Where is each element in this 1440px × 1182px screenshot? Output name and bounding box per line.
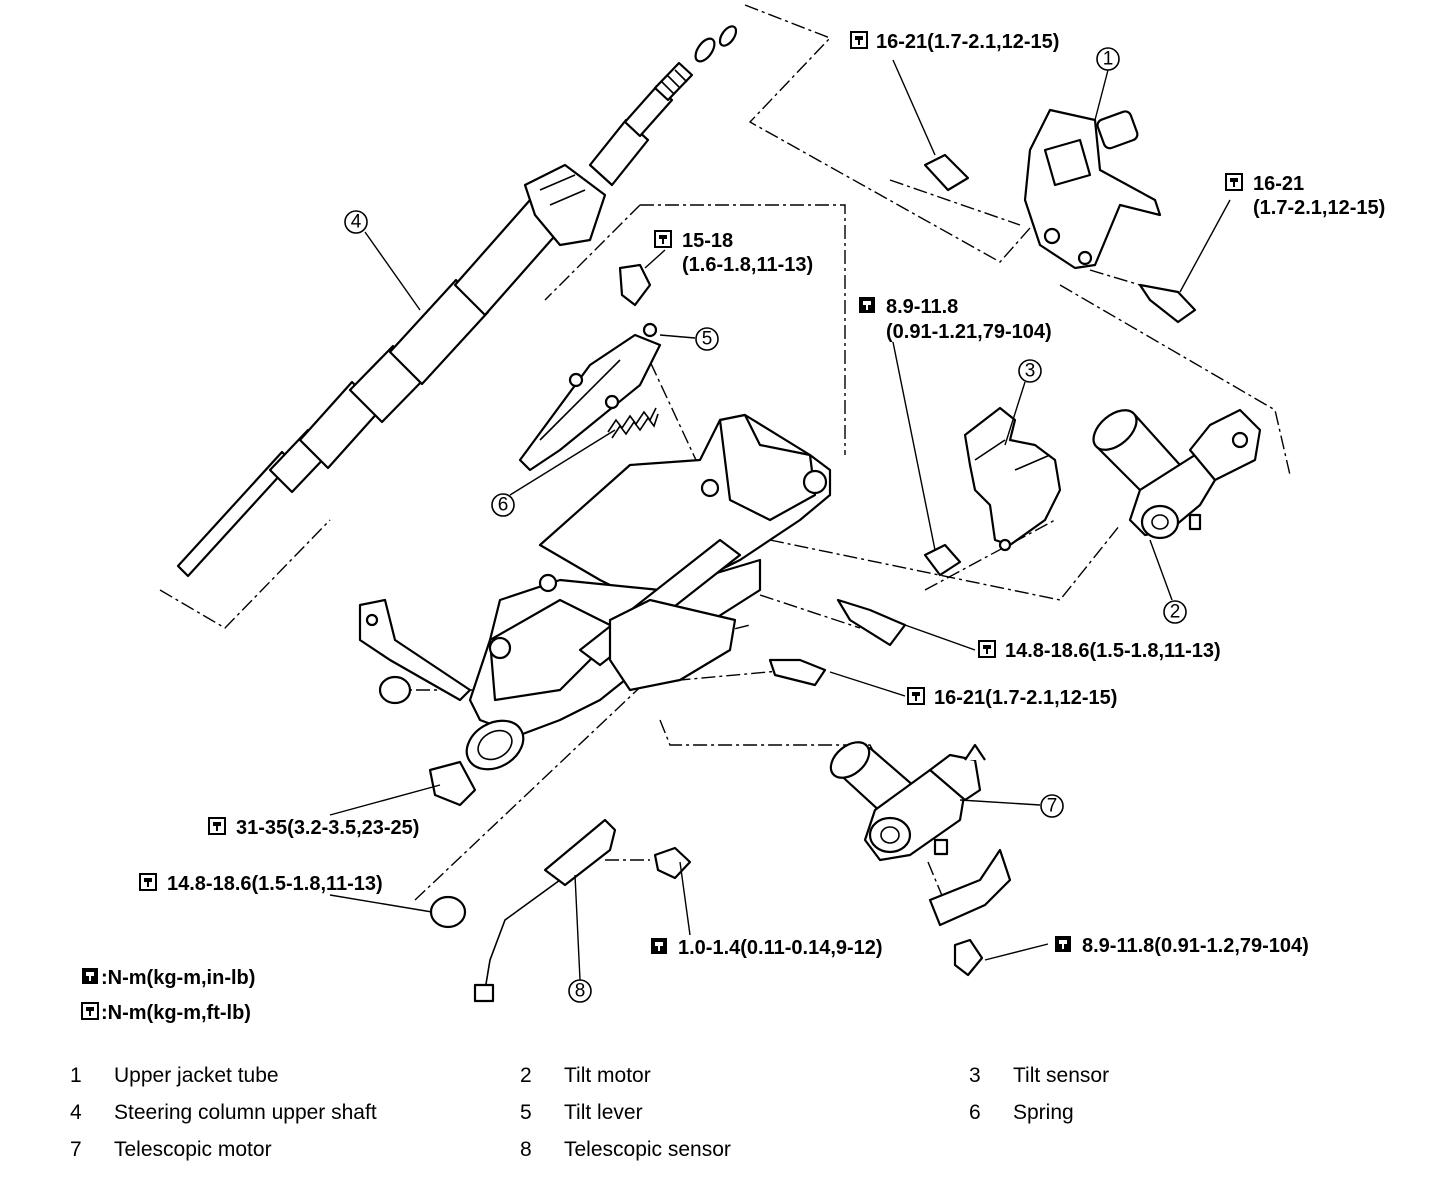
torque-spec-nut-bottom: 14.8-18.6(1.5-1.8,11-13) <box>167 873 383 895</box>
torque-wrench-outline-icon <box>654 230 672 248</box>
svg-text:3: 3 <box>1025 361 1036 382</box>
bolt-bracket-right <box>1138 283 1197 324</box>
torque-labels: 16-21(1.7-2.1,12-15) 16-21 (1.7-2.1,12-1… <box>81 31 1385 1024</box>
torque-wrench-solid-icon <box>651 938 667 954</box>
callout-3: 3 <box>1018 359 1042 383</box>
spring <box>607 407 659 439</box>
svg-text:4: 4 <box>351 212 362 233</box>
callouts: 1 2 3 4 5 6 7 8 <box>344 47 1187 1003</box>
torque-wrench-solid-icon <box>1055 936 1071 952</box>
torque-wrench-solid-icon <box>82 968 98 984</box>
steering-column-upper-shaft <box>176 61 694 578</box>
torque-wrench-outline-icon <box>850 31 868 49</box>
screw-telescopic-motor <box>953 938 984 977</box>
torque-spec-nut-lower: 31-35(3.2-3.5,23-25) <box>236 817 419 839</box>
svg-text:7: 7 <box>1047 796 1058 817</box>
nut-bottom <box>429 895 467 929</box>
unit-key-outline: :N-m(kg-m,ft-lb) <box>101 1002 251 1024</box>
o-rings <box>694 25 738 63</box>
torque-spec-tilt-lever-a: 15-18 <box>682 230 733 252</box>
callout-2: 2 <box>1163 600 1187 624</box>
bolt-column-right <box>836 598 907 647</box>
torque-wrench-solid-icon <box>859 297 875 313</box>
callout-1: 1 <box>1096 47 1120 71</box>
torque-wrench-outline-icon <box>978 640 996 658</box>
callout-7: 7 <box>1040 794 1064 818</box>
telescopic-motor <box>829 741 1012 927</box>
callout-6: 6 <box>491 493 515 517</box>
torque-spec-bracket-upper: 16-21(1.7-2.1,12-15) <box>876 31 1059 53</box>
svg-text:2: 2 <box>1170 602 1181 623</box>
torque-spec-tilt-sensor-a: 8.9-11.8 <box>886 296 958 318</box>
svg-text:5: 5 <box>702 329 713 350</box>
callout-8: 8 <box>568 979 592 1003</box>
telescopic-sensor <box>473 818 617 1003</box>
tilt-motor <box>1092 408 1262 540</box>
torque-wrench-outline-icon <box>208 817 226 835</box>
bolt-bracket-upper <box>923 153 970 192</box>
screw-tilt-lever <box>618 263 652 307</box>
torque-spec-bracket-right-a: 16-21 <box>1253 173 1304 195</box>
leader-lines <box>329 59 1231 981</box>
torque-spec-tilt-lever-b: (1.6-1.8,11-13) <box>682 254 813 276</box>
torque-spec-column-mid: 16-21(1.7-2.1,12-15) <box>934 687 1117 709</box>
tilt-lever <box>518 322 662 472</box>
torque-wrench-outline-icon <box>81 1002 99 1020</box>
torque-spec-telescopic-motor: 8.9-11.8(0.91-1.2,79-104) <box>1082 935 1309 957</box>
tilt-sensor <box>963 406 1062 552</box>
bolt-column-mid <box>768 658 827 687</box>
svg-text:8: 8 <box>575 981 586 1002</box>
torque-wrench-outline-icon <box>139 873 157 891</box>
nut-lower <box>428 760 477 807</box>
torque-spec-column-right: 14.8-18.6(1.5-1.8,11-13) <box>1005 640 1221 662</box>
unit-key-solid: :N-m(kg-m,in-lb) <box>101 967 255 989</box>
callout-5: 5 <box>695 327 719 351</box>
screw-tilt-sensor <box>923 543 962 577</box>
torque-wrench-outline-icon <box>907 687 925 705</box>
screw-telescopic-sensor <box>653 846 692 880</box>
upper-jacket-tube <box>1023 108 1162 270</box>
callout-4: 4 <box>344 210 368 234</box>
torque-spec-telescopic-sensor: 1.0-1.4(0.11-0.14,9-12) <box>678 937 883 959</box>
torque-wrench-outline-icon <box>1225 173 1243 191</box>
nut-left <box>378 675 412 705</box>
torque-spec-bracket-right-b: (1.7-2.1,12-15) <box>1253 197 1385 219</box>
torque-spec-tilt-sensor-b: (0.91-1.21,79-104) <box>886 321 1052 343</box>
column-housing <box>358 413 832 771</box>
svg-text:6: 6 <box>498 495 509 516</box>
svg-text:1: 1 <box>1103 49 1114 70</box>
